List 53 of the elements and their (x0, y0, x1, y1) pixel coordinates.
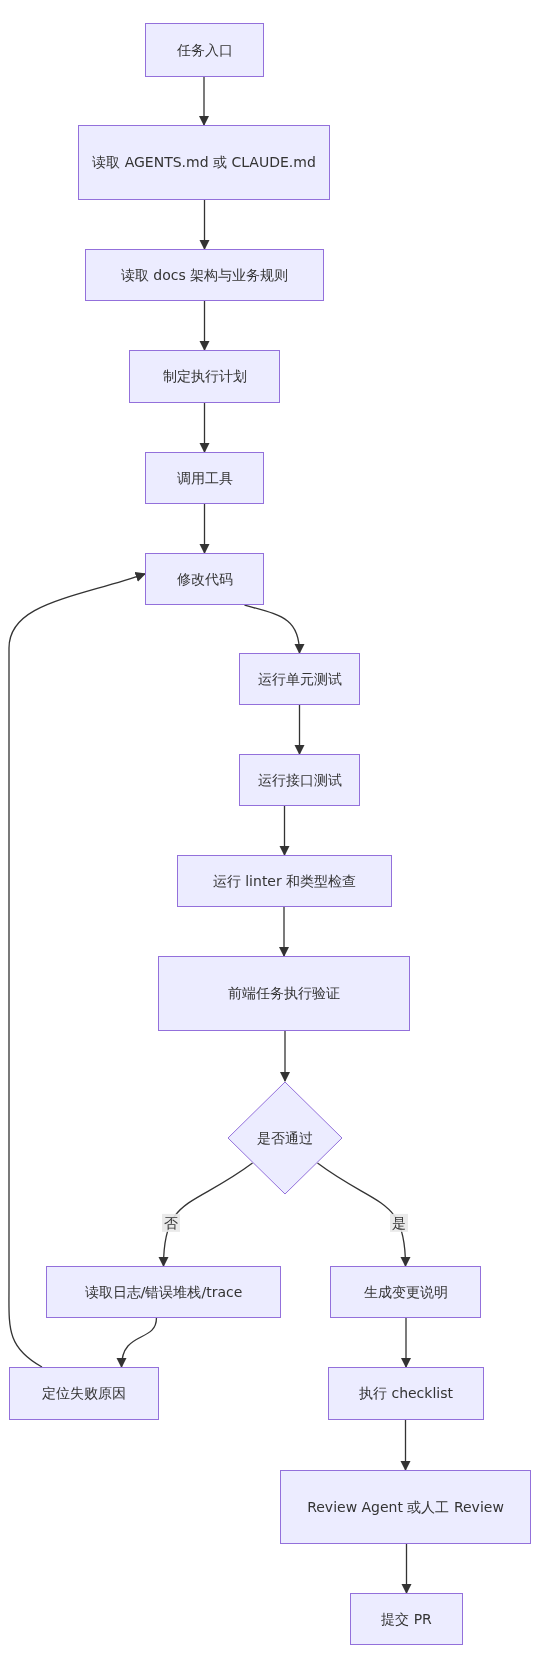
process-box (145, 553, 264, 605)
arrow (158, 1162, 254, 1268)
process-box (129, 350, 280, 403)
node-label: 生成变更说明 (362, 1282, 449, 1302)
process-box (158, 956, 410, 1031)
decision-diamond (227, 1081, 343, 1195)
node-label: 前端任务执行验证 (227, 984, 341, 1003)
node-label: Review Agent 或人工 Review (306, 1497, 505, 1517)
arrow (198, 76, 210, 127)
arrow (199, 402, 210, 454)
process-box (330, 1266, 481, 1318)
node-label: 定位失败原因 (41, 1384, 127, 1403)
arrow (8, 571, 146, 1368)
process-box (78, 125, 330, 200)
arrow (316, 1162, 411, 1268)
process-box (239, 653, 360, 705)
arrow (400, 1317, 412, 1369)
process-box (350, 1593, 463, 1645)
process-box (9, 1367, 159, 1420)
edge-label: 是 (389, 1214, 408, 1233)
node-label: 运行 linter 和类型检查 (211, 871, 358, 891)
process-box (46, 1266, 281, 1318)
arrow (279, 1030, 291, 1083)
node-label: 是否通过 (256, 1128, 314, 1148)
node-label: 运行接口测试 (256, 770, 343, 790)
arrow (199, 300, 210, 352)
process-box (280, 1470, 531, 1544)
process-box (177, 855, 392, 907)
arrow (199, 503, 210, 555)
node-label: 制定执行计划 (161, 367, 248, 386)
node-label: 调用工具 (175, 468, 234, 488)
node-label: 读取 docs 架构与业务规则 (119, 265, 290, 285)
arrow (400, 1419, 411, 1472)
arrow (279, 805, 290, 857)
process-box (145, 23, 264, 77)
arrow (117, 1317, 158, 1369)
node-label: 提交 PR (380, 1609, 433, 1629)
node-label: 读取日志/错误堆栈/trace (83, 1282, 244, 1302)
node-label: 运行单元测试 (256, 669, 343, 689)
node-label: 任务入口 (175, 40, 234, 60)
arrow (243, 604, 305, 655)
process-box (85, 249, 324, 301)
node-label: 读取 AGENTS.md 或 CLAUDE.md (91, 153, 317, 172)
node-label: 执行 checklist (358, 1384, 454, 1403)
process-box (328, 1367, 484, 1420)
arrow (199, 199, 210, 251)
arrow (294, 704, 305, 756)
arrow (278, 906, 290, 958)
process-box (239, 754, 360, 806)
edge-label: 否 (161, 1213, 180, 1233)
arrow (401, 1543, 412, 1595)
node-label: 修改代码 (175, 569, 234, 589)
process-box (145, 452, 264, 504)
